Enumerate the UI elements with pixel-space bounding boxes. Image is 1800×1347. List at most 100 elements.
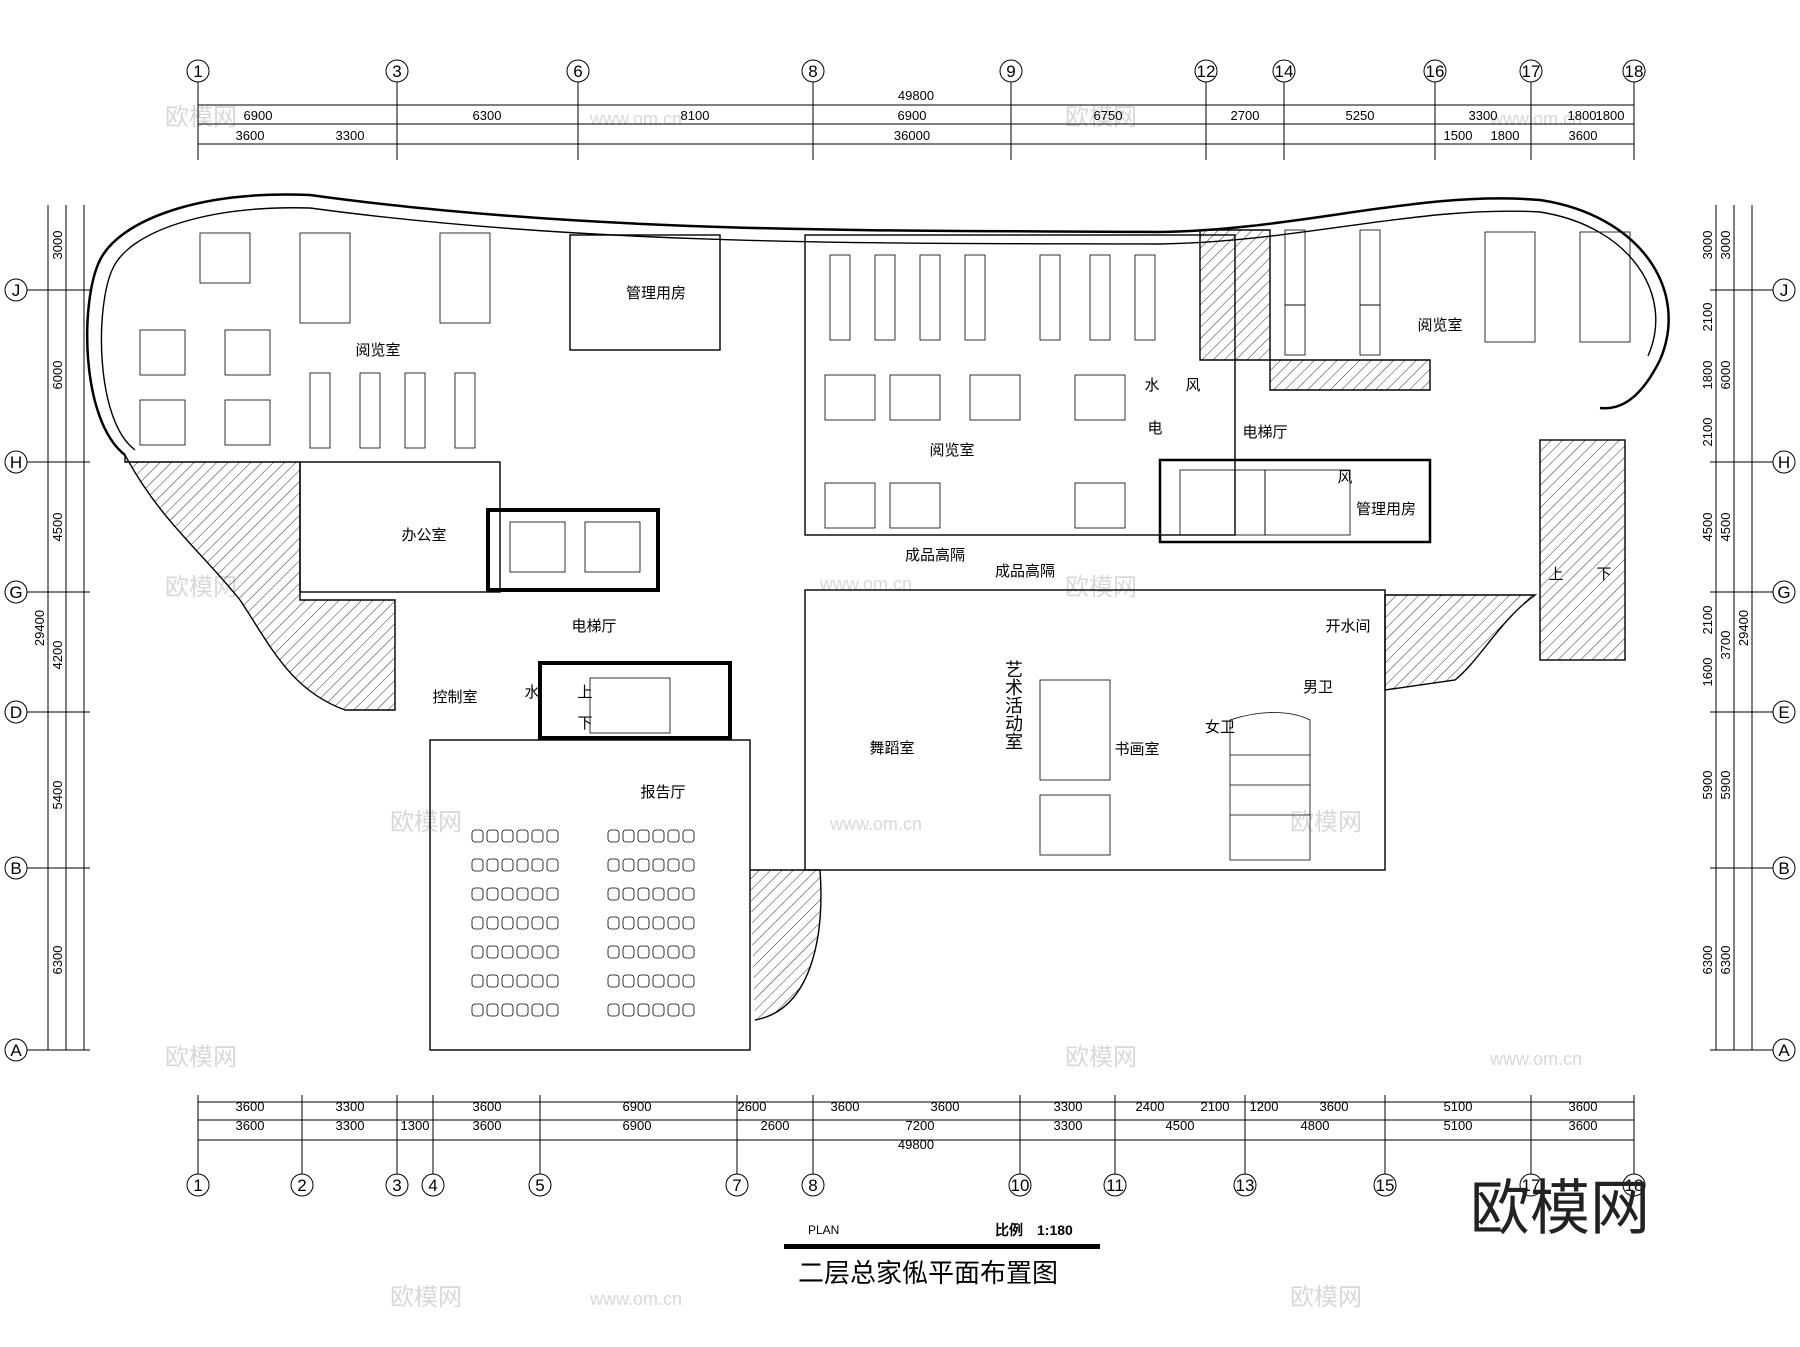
seat bbox=[667, 887, 680, 901]
watermark-url: www.om.cn bbox=[589, 1289, 682, 1309]
dim-top-2: 3600 bbox=[236, 128, 265, 143]
seat bbox=[637, 974, 650, 988]
seat bbox=[652, 945, 665, 959]
room-labels: 阅览室管理用房阅览室阅览室办公室电梯厅电梯厅管理用房水风电风成品高隔成品高隔控制… bbox=[355, 285, 1611, 801]
dim-right-2: 5900 bbox=[1718, 771, 1733, 800]
drawing-title: 二层总家俬平面布置图 bbox=[798, 1259, 1059, 1289]
room-label-reading-e: 阅览室 bbox=[1417, 317, 1462, 334]
seat bbox=[516, 945, 529, 959]
dim-bottom-2: 3600 bbox=[473, 1118, 502, 1133]
axis-label: 1 bbox=[193, 62, 202, 81]
watermark: 欧模网 bbox=[165, 104, 237, 131]
seat bbox=[622, 916, 635, 930]
dim-right-total: 29400 bbox=[1736, 610, 1751, 646]
room-label-boiler: 开水间 bbox=[1325, 618, 1370, 635]
dim-top-1: 6300 bbox=[473, 108, 502, 123]
dim-bottom-1: 2400 bbox=[1136, 1099, 1165, 1114]
seat bbox=[637, 829, 650, 843]
dim-right-2: 4500 bbox=[1718, 513, 1733, 542]
seat bbox=[622, 887, 635, 901]
dim-top-1: 6900 bbox=[244, 108, 273, 123]
seat bbox=[531, 887, 544, 901]
dim-top-1: 5250 bbox=[1346, 108, 1375, 123]
seat bbox=[667, 916, 680, 930]
dim-left: 5400 bbox=[50, 781, 65, 810]
axis-label: 4 bbox=[428, 1176, 437, 1195]
dim-bottom-2: 5100 bbox=[1444, 1118, 1473, 1133]
axis-label: 13 bbox=[1236, 1176, 1255, 1195]
room-label-stair-down-1: 下 bbox=[577, 715, 592, 732]
seat bbox=[486, 858, 499, 872]
seat bbox=[652, 858, 665, 872]
room-label-elevator-hall-2: 电梯厅 bbox=[1242, 424, 1287, 441]
seat bbox=[607, 887, 620, 901]
dim-bottom-2: 3600 bbox=[236, 1118, 265, 1133]
seat bbox=[516, 829, 529, 843]
seat bbox=[486, 1003, 499, 1017]
seat bbox=[516, 858, 529, 872]
watermark: 欧模网 bbox=[1290, 1284, 1362, 1311]
building-walls bbox=[85, 193, 1670, 1051]
dim-right-1: 5900 bbox=[1700, 771, 1715, 800]
seat bbox=[607, 858, 620, 872]
dim-bottom-1: 3300 bbox=[1054, 1099, 1083, 1114]
seat bbox=[667, 829, 680, 843]
room-label-womens: 女卫 bbox=[1205, 718, 1235, 736]
seat bbox=[652, 887, 665, 901]
dim-top-1: 6900 bbox=[898, 108, 927, 123]
dim-bottom-1: 5100 bbox=[1444, 1099, 1473, 1114]
axis-label: H bbox=[10, 453, 22, 472]
dim-top-1: 1800 bbox=[1568, 108, 1597, 123]
seat bbox=[531, 1003, 544, 1017]
room-label-art: 艺术活动室 bbox=[1003, 660, 1023, 750]
dim-bottom-1: 3600 bbox=[1320, 1099, 1349, 1114]
axis-label: 10 bbox=[1011, 1176, 1030, 1195]
dim-right-1: 3000 bbox=[1700, 231, 1715, 260]
seat bbox=[682, 1003, 695, 1017]
axis-label: 5 bbox=[535, 1176, 544, 1195]
axis-label: 2 bbox=[297, 1176, 306, 1195]
watermark: 欧模网 bbox=[390, 1284, 462, 1311]
dim-bottom-1: 3600 bbox=[236, 1099, 265, 1114]
axis-label: 9 bbox=[1006, 62, 1015, 81]
dim-left: 6000 bbox=[50, 361, 65, 390]
dim-bottom-2: 4800 bbox=[1301, 1118, 1330, 1133]
dim-bottom-2: 3300 bbox=[336, 1118, 365, 1133]
dim-top-1: 3300 bbox=[1469, 108, 1498, 123]
seat bbox=[637, 1003, 650, 1017]
room-label-mgmt-1: 管理用房 bbox=[626, 285, 686, 302]
seat bbox=[667, 945, 680, 959]
watermark-url: www.om.cn bbox=[1489, 1049, 1582, 1069]
axis-label: 18 bbox=[1625, 62, 1644, 81]
seat bbox=[622, 945, 635, 959]
seat bbox=[546, 974, 559, 988]
dim-bottom-1: 3300 bbox=[336, 1099, 365, 1114]
dim-right-2: 3700 bbox=[1718, 631, 1733, 660]
scale-label: 比例 1:180 bbox=[995, 1222, 1073, 1238]
seat bbox=[531, 916, 544, 930]
axis-label: 15 bbox=[1376, 1176, 1395, 1195]
room-label-partition-1: 成品高隔 bbox=[905, 547, 965, 564]
dim-top-2: 3600 bbox=[1569, 128, 1598, 143]
seat bbox=[607, 974, 620, 988]
seat bbox=[622, 829, 635, 843]
axis-label: H bbox=[1778, 453, 1790, 472]
axis-label: A bbox=[1778, 1041, 1790, 1060]
seat bbox=[652, 974, 665, 988]
seat bbox=[546, 916, 559, 930]
dim-top-2: 1800 bbox=[1491, 128, 1520, 143]
seat bbox=[516, 916, 529, 930]
axis-label: 17 bbox=[1522, 1176, 1541, 1195]
dim-bottom-2: 6900 bbox=[623, 1118, 652, 1133]
seat bbox=[682, 829, 695, 843]
axis-label: 8 bbox=[808, 62, 817, 81]
seat bbox=[501, 974, 514, 988]
watermark: 欧模网 bbox=[1065, 1044, 1137, 1071]
seat bbox=[682, 887, 695, 901]
room-label-water-2: 水 bbox=[524, 684, 539, 701]
axis-label: 8 bbox=[808, 1176, 817, 1195]
seat bbox=[501, 916, 514, 930]
dim-bottom-1: 2600 bbox=[738, 1099, 767, 1114]
axis-label: 18 bbox=[1625, 1176, 1644, 1195]
seat bbox=[682, 916, 695, 930]
